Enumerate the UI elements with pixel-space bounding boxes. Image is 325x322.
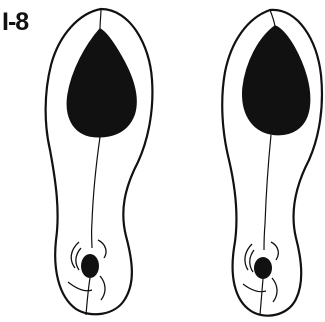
- right-heel-spot: [254, 257, 272, 279]
- left-foot: [46, 9, 153, 315]
- left-heel-spot: [81, 254, 99, 278]
- right-foot: [222, 10, 322, 316]
